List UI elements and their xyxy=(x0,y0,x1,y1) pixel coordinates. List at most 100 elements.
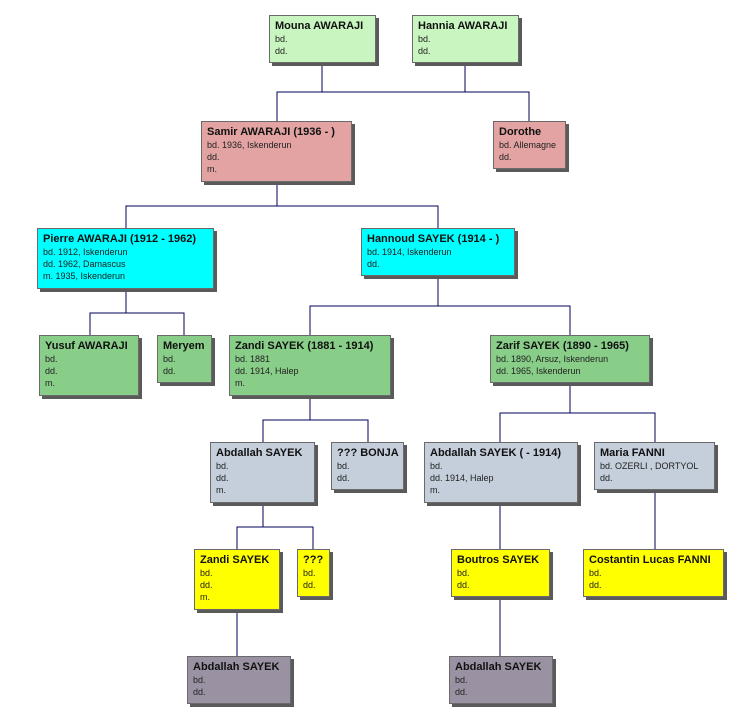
person-name: Abdallah SAYEK ( - 1914) xyxy=(430,447,562,459)
person-detail-line: dd. xyxy=(193,687,206,697)
person-name: Yusuf AWARAJI xyxy=(45,340,128,352)
person-detail-line: bd. 1912, Iskenderun xyxy=(43,247,128,257)
person-detail-line: bd. 1890, Arsuz, Iskenderun xyxy=(496,354,609,364)
person-detail-line: m. xyxy=(430,485,440,495)
person-name: Samir AWARAJI (1936 - ) xyxy=(207,126,335,138)
person-detail-line: m. xyxy=(207,164,217,174)
person-box-pierre[interactable]: Pierre AWARAJI (1912 - 1962) bd. 1912, Is… xyxy=(37,228,214,289)
person-detail-line: bd. xyxy=(216,461,229,471)
person-detail-line: bd. xyxy=(418,34,431,44)
connector-line xyxy=(570,412,656,442)
person-detail-line: bd. xyxy=(193,675,206,685)
connector-line xyxy=(277,205,439,228)
connector-line xyxy=(465,91,530,121)
person-detail-line: bd. xyxy=(163,354,176,364)
person-detail-line: m. xyxy=(200,592,210,602)
person-detail-line: dd. xyxy=(216,473,229,483)
connector-line xyxy=(126,312,185,335)
connector-line xyxy=(309,276,439,335)
person-detail-line: bd. xyxy=(589,568,602,578)
connector-line xyxy=(236,503,264,549)
person-detail-line: dd. xyxy=(499,152,512,162)
person-detail-line: dd. xyxy=(337,473,350,483)
person-box-dorothe[interactable]: Dorothe bd. Allemagne dd. xyxy=(493,121,566,169)
person-name: Meryem xyxy=(163,340,205,352)
person-detail-line: bd. xyxy=(455,675,468,685)
person-detail-line: m. xyxy=(216,485,226,495)
person-detail-line: dd. xyxy=(303,580,316,590)
person-box-zandi1[interactable]: Zandi SAYEK (1881 - 1914) bd. 1881 dd. 191… xyxy=(229,335,391,396)
person-detail-line: bd. xyxy=(275,34,288,44)
person-detail-line: dd. xyxy=(163,366,176,376)
person-box-zarif[interactable]: Zarif SAYEK (1890 - 1965) bd. 1890, Arsuz… xyxy=(490,335,650,383)
person-name: Hannia AWARAJI xyxy=(418,20,508,32)
person-box-maria[interactable]: Maria FANNI bd. OZERLI , DORTYOL dd. xyxy=(594,442,715,490)
person-detail-line: bd. 1881 xyxy=(235,354,271,364)
person-box-hannia[interactable]: Hannia AWARAJI bd. dd. xyxy=(412,15,519,63)
connector-line xyxy=(322,63,466,93)
person-name: Pierre AWARAJI (1912 - 1962) xyxy=(43,233,197,245)
person-detail-line: dd. xyxy=(207,152,220,162)
connector-line xyxy=(89,289,127,335)
person-name: Abdallah SAYEK xyxy=(216,447,303,459)
person-detail-line: dd. 1962, Damascus xyxy=(43,259,126,269)
person-box-abdallah1[interactable]: Abdallah SAYEK bd. dd. m. xyxy=(210,442,315,503)
person-detail-line: bd. OZERLI , DORTYOL xyxy=(600,461,699,471)
connector-line xyxy=(262,396,311,442)
person-name: Zandi SAYEK (1881 - 1914) xyxy=(235,340,374,352)
person-name: Zandi SAYEK xyxy=(200,554,270,566)
person-name: Abdallah SAYEK xyxy=(193,661,280,673)
person-detail-line: dd. 1965, Iskenderun xyxy=(496,366,581,376)
person-detail-line: dd. xyxy=(418,46,431,56)
person-box-zandi2[interactable]: Zandi SAYEK bd. dd. m. xyxy=(194,549,280,610)
person-detail-line: m. 1935, Iskenderun xyxy=(43,271,126,281)
person-detail-line: bd. xyxy=(200,568,213,578)
person-name: Dorothe xyxy=(499,126,542,138)
person-name: Zarif SAYEK (1890 - 1965) xyxy=(496,340,629,352)
person-detail-line: bd. xyxy=(303,568,316,578)
person-box-hannoud[interactable]: Hannoud SAYEK (1914 - ) bd. 1914, Iskende… xyxy=(361,228,515,276)
connector-line xyxy=(276,63,323,121)
person-detail-line: bd. xyxy=(430,461,443,471)
person-name: Boutros SAYEK xyxy=(457,554,540,566)
person-name: Abdallah SAYEK xyxy=(455,661,542,673)
person-box-costantin[interactable]: Costantin Lucas FANNI bd. dd. xyxy=(583,549,724,597)
person-name: Mouna AWARAJI xyxy=(275,20,364,32)
person-detail-line: bd. 1914, Iskenderun xyxy=(367,247,452,257)
person-name: Costantin Lucas FANNI xyxy=(589,554,711,566)
person-box-abdallah4[interactable]: Abdallah SAYEK bd. dd. xyxy=(449,656,553,704)
person-detail-line: dd. xyxy=(455,687,468,697)
person-detail-line: dd. xyxy=(200,580,213,590)
person-box-abdallah2[interactable]: Abdallah SAYEK ( - 1914) bd. dd. 1914, Hal… xyxy=(424,442,578,503)
connector-line xyxy=(125,182,278,228)
person-name: Maria FANNI xyxy=(600,447,665,459)
connector-line xyxy=(263,526,314,549)
person-box-mouna[interactable]: Mouna AWARAJI bd. dd. xyxy=(269,15,376,63)
person-detail-line: m. xyxy=(235,378,245,388)
person-detail-line: bd. xyxy=(457,568,470,578)
person-name: ??? xyxy=(303,554,324,566)
person-name: Hannoud SAYEK (1914 - ) xyxy=(367,233,500,245)
connector-line xyxy=(499,383,571,442)
person-box-abdallah3[interactable]: Abdallah SAYEK bd. dd. xyxy=(187,656,291,704)
person-detail-line: dd. xyxy=(45,366,58,376)
person-detail-line: bd. 1936, Iskenderun xyxy=(207,140,292,150)
person-detail-line: dd. 1914, Halep xyxy=(430,473,494,483)
connector-line xyxy=(310,419,369,442)
person-box-samir[interactable]: Samir AWARAJI (1936 - ) bd. 1936, Iskende… xyxy=(201,121,352,182)
person-detail-line: dd. xyxy=(589,580,602,590)
person-detail-line: dd. xyxy=(600,473,613,483)
connector-line xyxy=(438,305,571,335)
person-detail-line: dd. xyxy=(275,46,288,56)
person-detail-line: dd. 1914, Halep xyxy=(235,366,299,376)
person-detail-line: dd. xyxy=(367,259,380,269)
person-detail-line: m. xyxy=(45,378,55,388)
person-detail-line: bd. Allemagne xyxy=(499,140,557,150)
person-box-unknown[interactable]: ??? bd. dd. xyxy=(297,549,330,597)
person-box-meryem[interactable]: Meryem bd. dd. xyxy=(157,335,212,383)
